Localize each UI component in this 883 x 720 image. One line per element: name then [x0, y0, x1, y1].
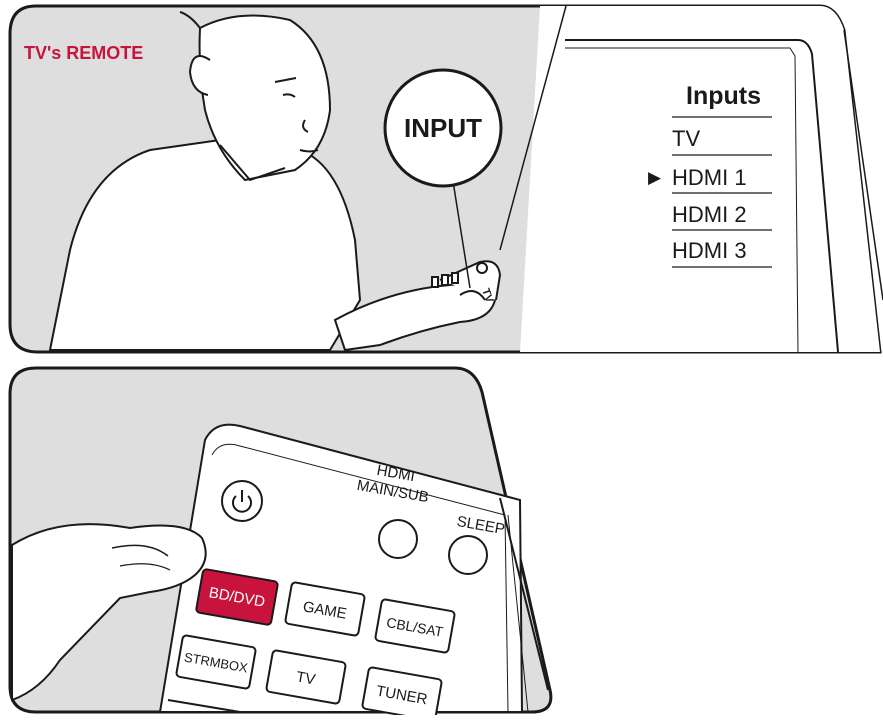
hdmi-main-sub-button[interactable]	[379, 520, 417, 558]
menu-item-hdmi-3[interactable]: HDMI 3	[672, 238, 747, 263]
menu-item-hdmi-1[interactable]: HDMI 1	[672, 165, 747, 190]
inputs-menu-title: Inputs	[686, 82, 761, 110]
menu-item-tv[interactable]: TV	[672, 126, 700, 151]
top-panel: TV INPUT TV's REMOTE Inputs TV ▶ HDMI 1 …	[10, 6, 883, 352]
sleep-button[interactable]	[449, 536, 487, 574]
bottom-panel: HDMI MAIN/SUB SLEEP BD/DVD GAME CBL/SAT …	[10, 368, 551, 715]
selection-arrow-icon: ▶	[648, 168, 662, 187]
power-button[interactable]	[222, 481, 262, 521]
tv-remote-caption: TV's REMOTE	[24, 43, 143, 63]
menu-item-hdmi-2[interactable]: HDMI 2	[672, 202, 747, 227]
input-callout-label: INPUT	[404, 113, 482, 143]
tv-label: TV	[295, 668, 317, 688]
